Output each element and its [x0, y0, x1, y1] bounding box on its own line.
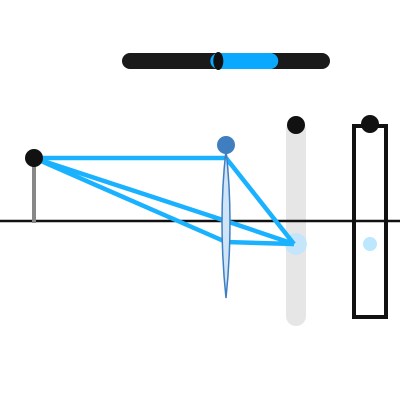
- range-slider[interactable]: [122, 52, 330, 70]
- object-handle[interactable]: [25, 149, 43, 167]
- slider-thumb-end[interactable]: [262, 53, 279, 69]
- lens[interactable]: [221, 149, 231, 299]
- screen-handle[interactable]: [287, 116, 305, 134]
- detector-image-spot: [363, 237, 377, 251]
- ray-center: [33, 155, 295, 247]
- slider-thumb-start[interactable]: [213, 52, 224, 70]
- lens-handle[interactable]: [217, 136, 235, 154]
- detector-handle[interactable]: [361, 115, 379, 133]
- ray-group: [33, 155, 296, 247]
